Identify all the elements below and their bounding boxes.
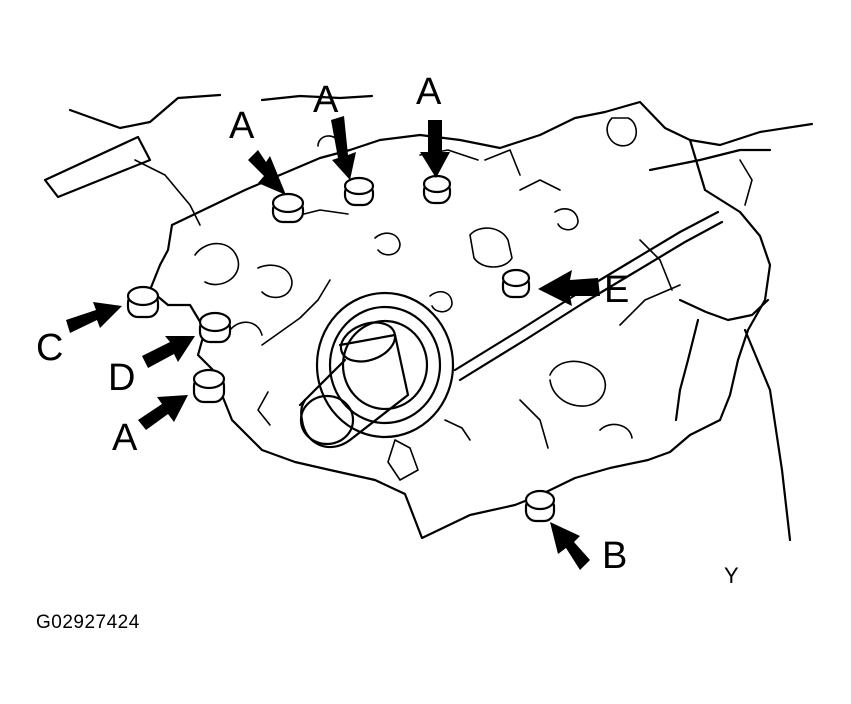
arrow-b [550, 522, 590, 570]
view-marker: Y [724, 563, 739, 588]
arrow-c [66, 302, 122, 333]
crankshaft-seal [298, 291, 455, 449]
arrow-a2 [331, 116, 356, 180]
arrow-a3 [420, 120, 450, 178]
arrow-a1 [248, 150, 286, 195]
label-d: D [108, 357, 135, 399]
bolt-a1 [271, 192, 305, 224]
bolt-c [126, 285, 160, 319]
label-e: E [604, 269, 629, 311]
arrow-a4 [138, 395, 188, 430]
label-b: B [602, 535, 627, 577]
arrow-e [538, 270, 600, 306]
label-c: C [36, 327, 63, 369]
bolt-b [524, 489, 556, 523]
bolt-a3 [422, 174, 452, 205]
bolt-a2 [343, 176, 375, 207]
arrow-d [142, 336, 195, 368]
label-a3: A [416, 71, 442, 113]
bolt-e [501, 268, 531, 299]
label-a1: A [229, 105, 255, 147]
bolt-a4 [192, 368, 226, 404]
figure-reference-code: G02927424 [36, 612, 140, 633]
label-a2: A [313, 79, 339, 121]
label-a4: A [112, 417, 138, 459]
bolt-d [198, 311, 232, 344]
